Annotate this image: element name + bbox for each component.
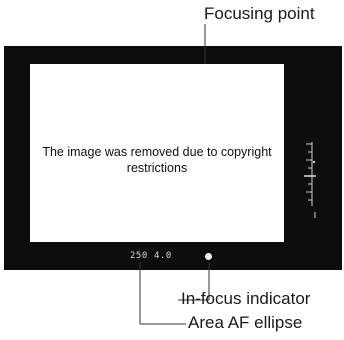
shutter-speed-readout: 250: [130, 251, 148, 261]
aperture-readout: 4.0: [154, 251, 172, 261]
viewfinder-frame: The image was removed due to copyright r…: [4, 46, 342, 270]
image-area: The image was removed due to copyright r…: [30, 64, 284, 242]
copyright-notice: The image was removed due to copyright r…: [42, 145, 272, 175]
exposure-scale: [304, 142, 316, 218]
in-focus-indicator-label: In-focus indicator: [181, 289, 311, 308]
in-focus-indicator-dot: [205, 253, 212, 260]
focusing-point-label: Focusing point: [204, 4, 315, 23]
area-af-ellipse-label: Area AF ellipse: [188, 313, 303, 332]
